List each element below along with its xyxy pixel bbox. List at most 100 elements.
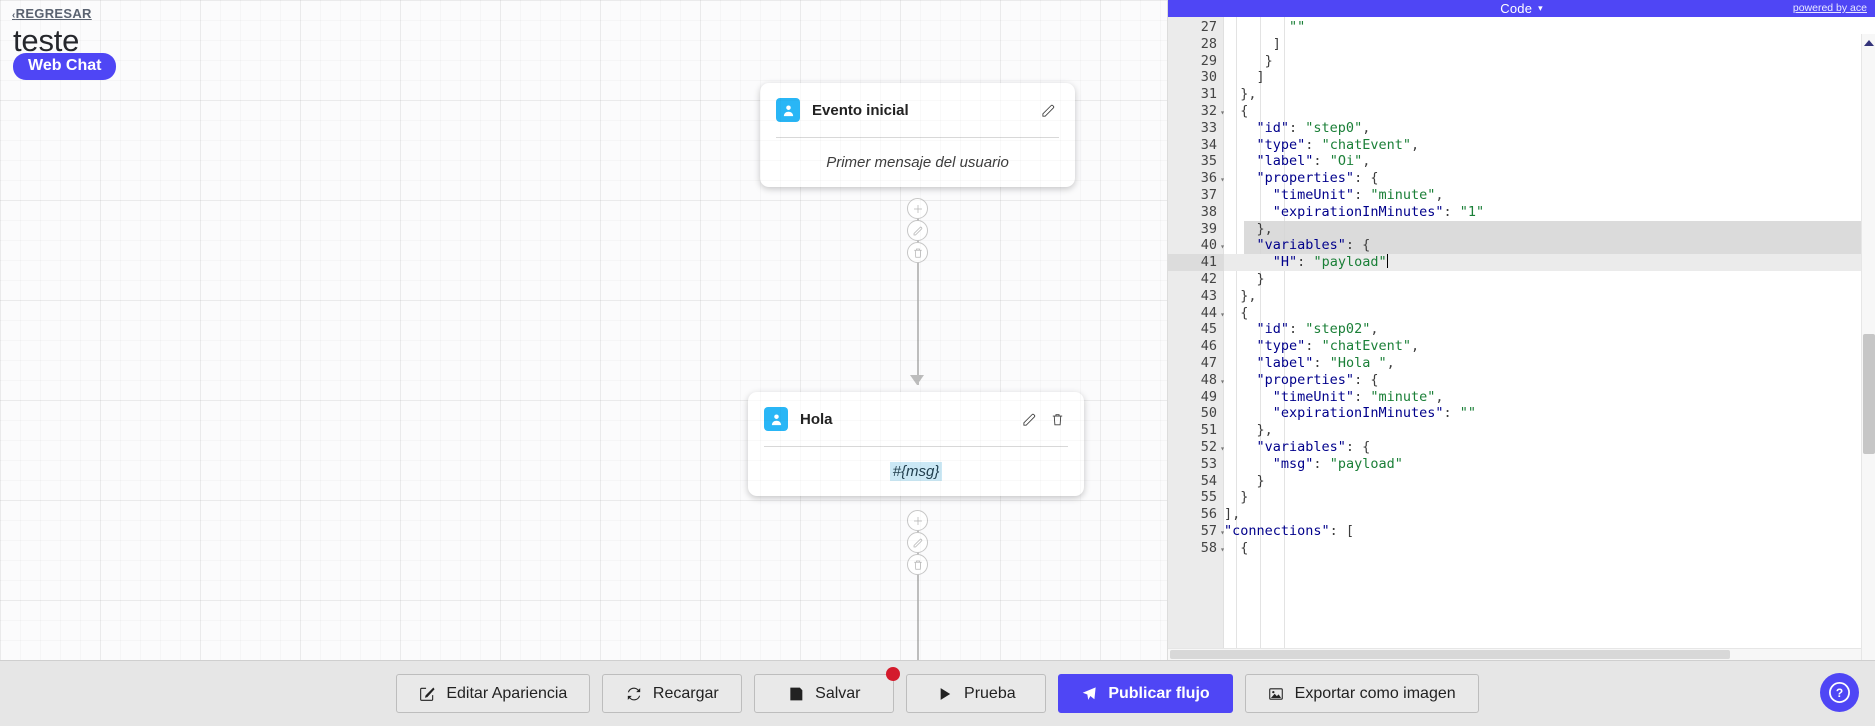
export-image-button[interactable]: Exportar como imagen (1244, 674, 1479, 713)
help-button[interactable]: ? (1820, 673, 1859, 712)
code-line[interactable]: "label": "Oi", (1256, 153, 1371, 170)
edit-icon[interactable] (1037, 99, 1059, 121)
edit-appearance-label: Editar Apariencia (446, 684, 568, 702)
line-number: 49 (1200, 388, 1217, 405)
node-header: Evento inicial (776, 83, 1059, 138)
code-line[interactable]: "timeUnit": "minute", (1272, 388, 1444, 405)
code-line[interactable]: "type": "chatEvent", (1256, 136, 1420, 153)
code-line[interactable]: "variables": { (1256, 438, 1371, 455)
code-line[interactable]: }, (1224, 220, 1273, 237)
code-line[interactable]: "properties": { (1256, 170, 1379, 187)
code-line[interactable]: "timeUnit": "minute", (1272, 186, 1444, 203)
code-line[interactable]: "id": "step0", (1256, 119, 1371, 136)
code-line[interactable]: "H": "payload" (1272, 254, 1388, 271)
publish-label: Publicar flujo (1108, 684, 1210, 702)
line-number: 43 (1200, 287, 1217, 304)
flow-node-hola[interactable]: Hola #{msg} (748, 392, 1084, 496)
save-button[interactable]: Salvar (754, 667, 901, 713)
connector-actions-2 (907, 510, 928, 576)
line-number: 47 (1200, 354, 1217, 371)
line-number: 29 (1200, 52, 1217, 69)
trash-icon[interactable] (907, 554, 928, 575)
fold-arrow-icon[interactable]: ▾ (1220, 107, 1225, 117)
test-button[interactable]: Prueba (906, 674, 1047, 713)
line-number: 55 (1200, 489, 1217, 506)
code-line[interactable]: ] (1224, 69, 1265, 86)
code-line[interactable]: } (1224, 472, 1265, 489)
plus-icon[interactable] (907, 198, 928, 219)
trash-icon[interactable] (1046, 408, 1068, 430)
code-line[interactable]: "expirationInMinutes": "" (1272, 405, 1476, 422)
send-icon (1081, 686, 1097, 702)
code-line[interactable]: "expirationInMinutes": "1" (1272, 203, 1485, 220)
code-line[interactable]: }, (1224, 422, 1273, 439)
code-line[interactable]: { (1224, 102, 1249, 119)
code-line[interactable]: "id": "step02", (1256, 321, 1379, 338)
flow-node-start[interactable]: Evento inicial Primer mensaje del usuari… (760, 83, 1075, 187)
scrollbar-thumb[interactable] (1863, 334, 1875, 454)
indent-guide (1284, 17, 1285, 660)
test-label: Prueba (964, 684, 1016, 702)
edit-icon[interactable] (1018, 408, 1040, 430)
code-line[interactable]: { (1224, 304, 1249, 321)
code-line[interactable]: }, (1224, 287, 1257, 304)
indent-guide (1260, 17, 1261, 660)
reload-button[interactable]: Recargar (602, 674, 743, 713)
code-line[interactable]: "msg": "payload" (1272, 455, 1403, 472)
floppy-icon (788, 686, 804, 702)
fold-arrow-icon[interactable]: ▾ (1220, 443, 1225, 453)
code-line[interactable]: ] (1224, 35, 1281, 52)
editor-horizontal-scrollbar[interactable] (1168, 648, 1861, 660)
flow-canvas[interactable]: ‹REGRESAR teste Web Chat Evento inicial … (0, 0, 1167, 660)
code-panel-header: Code ▾ powered by ace (1168, 0, 1875, 17)
trash-icon[interactable] (907, 242, 928, 263)
question-circle-icon: ? (1829, 682, 1850, 703)
line-number: 54 (1200, 472, 1217, 489)
publish-button[interactable]: Publicar flujo (1058, 674, 1233, 713)
line-number: 37 (1200, 186, 1217, 203)
pencil-square-icon (419, 686, 435, 702)
code-line[interactable]: "label": "Hola ", (1256, 354, 1395, 371)
save-label: Salvar (815, 684, 861, 702)
refresh-icon (626, 686, 642, 702)
line-number: 45 (1200, 321, 1217, 338)
code-line[interactable]: } (1224, 52, 1273, 69)
edit-icon[interactable] (907, 220, 928, 241)
code-line[interactable]: } (1224, 489, 1249, 506)
node-title: Evento inicial (812, 101, 909, 119)
scrollbar-thumb[interactable] (1170, 650, 1730, 659)
code-line[interactable]: ], (1224, 506, 1241, 523)
plus-icon[interactable] (907, 510, 928, 531)
line-number: 41 (1168, 254, 1224, 271)
back-link[interactable]: ‹REGRESAR (12, 6, 92, 21)
code-line[interactable]: { (1224, 539, 1249, 556)
channel-badge: Web Chat (13, 53, 117, 80)
node-body: Primer mensaje del usuario (826, 154, 1009, 171)
line-number: 39 (1200, 220, 1217, 237)
powered-by-ace-link[interactable]: powered by ace (1792, 2, 1867, 14)
code-line[interactable]: } (1224, 270, 1265, 287)
editor-vertical-scrollbar[interactable] (1861, 34, 1875, 660)
fold-arrow-icon[interactable]: ▾ (1220, 544, 1225, 554)
code-line[interactable]: "type": "chatEvent", (1256, 338, 1420, 355)
code-line[interactable]: "connections": [ (1224, 522, 1355, 539)
fold-arrow-icon[interactable]: ▾ (1220, 527, 1225, 537)
edit-appearance-button[interactable]: Editar Apariencia (396, 674, 591, 713)
node-header: Hola (764, 392, 1068, 447)
edit-icon[interactable] (907, 532, 928, 553)
code-line[interactable]: "" (1289, 19, 1306, 35)
fold-arrow-icon[interactable]: ▾ (1220, 376, 1225, 386)
gutter-divider (1223, 17, 1224, 660)
code-text-area[interactable]: "" ] } ] }, { "id": "step0", "type": "ch… (1224, 17, 1875, 660)
code-line[interactable]: "properties": { (1256, 371, 1379, 388)
scroll-up-arrow-icon[interactable] (1864, 40, 1874, 46)
fold-arrow-icon[interactable]: ▾ (1220, 242, 1225, 252)
chevron-down-icon[interactable]: ▾ (1538, 3, 1543, 13)
fold-arrow-icon[interactable]: ▾ (1220, 175, 1225, 185)
fold-arrow-icon[interactable]: ▾ (1220, 309, 1225, 319)
line-number: 44▾ (1168, 305, 1225, 322)
code-line[interactable]: "variables": { (1256, 237, 1371, 254)
code-line[interactable]: }, (1224, 86, 1257, 103)
